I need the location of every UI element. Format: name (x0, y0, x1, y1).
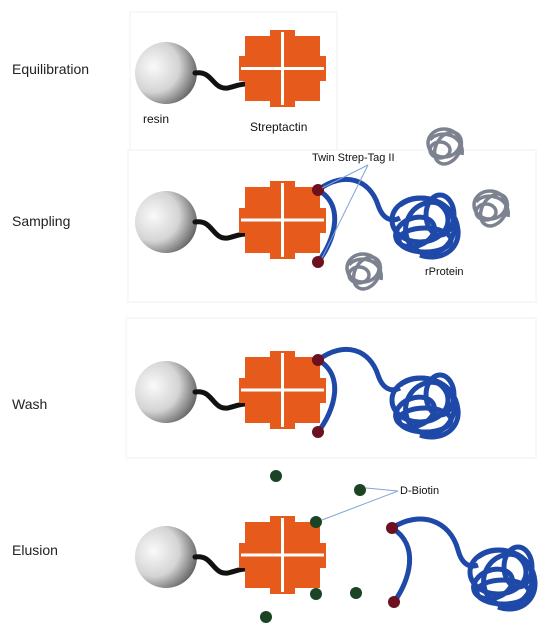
stage-wash (135, 349, 463, 441)
linker (195, 392, 246, 408)
rprotein-label: rProtein (425, 266, 464, 278)
contaminant-coil (474, 189, 513, 230)
contaminant-coil (347, 252, 386, 293)
rprotein-coil (391, 194, 462, 261)
rprotein-coil (469, 546, 539, 613)
stage-equilibration: resin Streptactin (135, 30, 326, 134)
twin-strep-tag-label: Twin Strep-Tag II (312, 152, 395, 164)
twin-strep-tag-loop (392, 528, 410, 602)
resin-bead (135, 361, 197, 423)
streptactin-label: Streptactin (250, 120, 307, 134)
stage-sampling: Twin Strep-Tag II rProtein (135, 127, 513, 293)
tag-dot (388, 596, 400, 608)
stage-elusion: D-Biotin (135, 470, 539, 623)
tag-dot (386, 522, 398, 534)
tag-dot (312, 354, 324, 366)
streptactin-block (239, 30, 326, 107)
resin-bead (135, 42, 197, 104)
resin-label: resin (143, 112, 169, 126)
tag-dot (312, 184, 324, 196)
linker (195, 557, 246, 573)
contaminant-coil (428, 127, 467, 168)
resin-bead (135, 526, 197, 588)
resin-bead (135, 191, 197, 253)
linker (195, 222, 246, 238)
d-biotin-label: D-Biotin (400, 485, 439, 497)
streptactin-block (239, 516, 326, 594)
linker (195, 73, 246, 88)
rprotein-coil (391, 374, 462, 441)
tag-dot (312, 426, 324, 438)
